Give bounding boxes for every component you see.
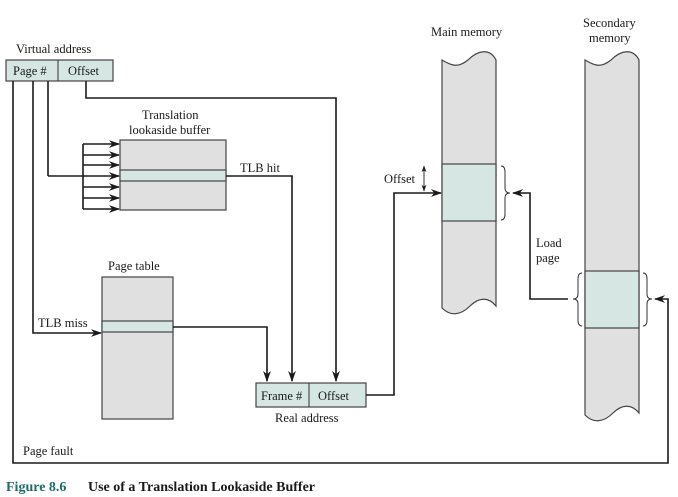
main-memory-title: Main memory <box>431 25 503 39</box>
main-memory-column <box>441 51 497 315</box>
offset-passthrough-arrow <box>85 81 340 383</box>
real-offset-field: Offset <box>318 389 350 403</box>
main-memory-offset-label: Offset <box>384 172 416 186</box>
tlb-miss-label: TLB miss <box>38 316 88 330</box>
secondary-page-left-brace <box>572 272 583 327</box>
secondary-page-right-brace <box>642 272 653 327</box>
load-page-label-line2: page <box>536 251 560 265</box>
page-table-matching-entry <box>101 320 174 333</box>
tlb-input-arrows <box>48 140 121 213</box>
tlb-matching-entry <box>119 169 227 182</box>
secondary-memory-title-line2: memory <box>589 31 631 45</box>
tlb-miss-arrow <box>32 81 103 337</box>
secondary-memory-title-line1: Secondary <box>583 16 637 30</box>
real-frame-number-field: Frame # <box>261 389 303 403</box>
tlb-block <box>119 139 227 211</box>
real-address-title: Real address <box>275 411 339 425</box>
load-page-arrow <box>511 189 568 300</box>
page-fault-label: Page fault <box>23 444 74 458</box>
figure-title: Use of a Translation Lookaside Buffer <box>88 480 315 495</box>
tlb-hit-label: TLB hit <box>240 161 280 175</box>
main-memory-frame <box>441 163 497 222</box>
virtual-page-number-field: Page # <box>13 64 47 78</box>
real-address: Frame # Offset <box>255 382 367 408</box>
main-memory-frame-brace <box>500 165 511 221</box>
secondary-memory-column <box>584 51 640 422</box>
tlb-hit-arrow <box>226 175 296 383</box>
load-page-label-line1: Load <box>536 236 562 250</box>
page-table-block <box>101 276 174 420</box>
figure-number: Figure 8.6 <box>6 480 66 495</box>
page-table-to-frame-arrow <box>173 326 271 383</box>
virtual-address-box <box>5 59 114 82</box>
virtual-address: Page # Offset <box>5 59 114 82</box>
page-table-title: Page table <box>108 259 160 273</box>
virtual-offset-field: Offset <box>68 64 100 78</box>
real-address-to-memory-arrow <box>366 189 443 396</box>
secondary-memory-page <box>584 270 640 329</box>
tlb-title-line1: Translation <box>142 108 199 122</box>
page-fault-arrow <box>12 81 669 464</box>
virtual-address-title: Virtual address <box>16 42 91 56</box>
tlb-title-line2: lookaside buffer <box>129 123 211 137</box>
